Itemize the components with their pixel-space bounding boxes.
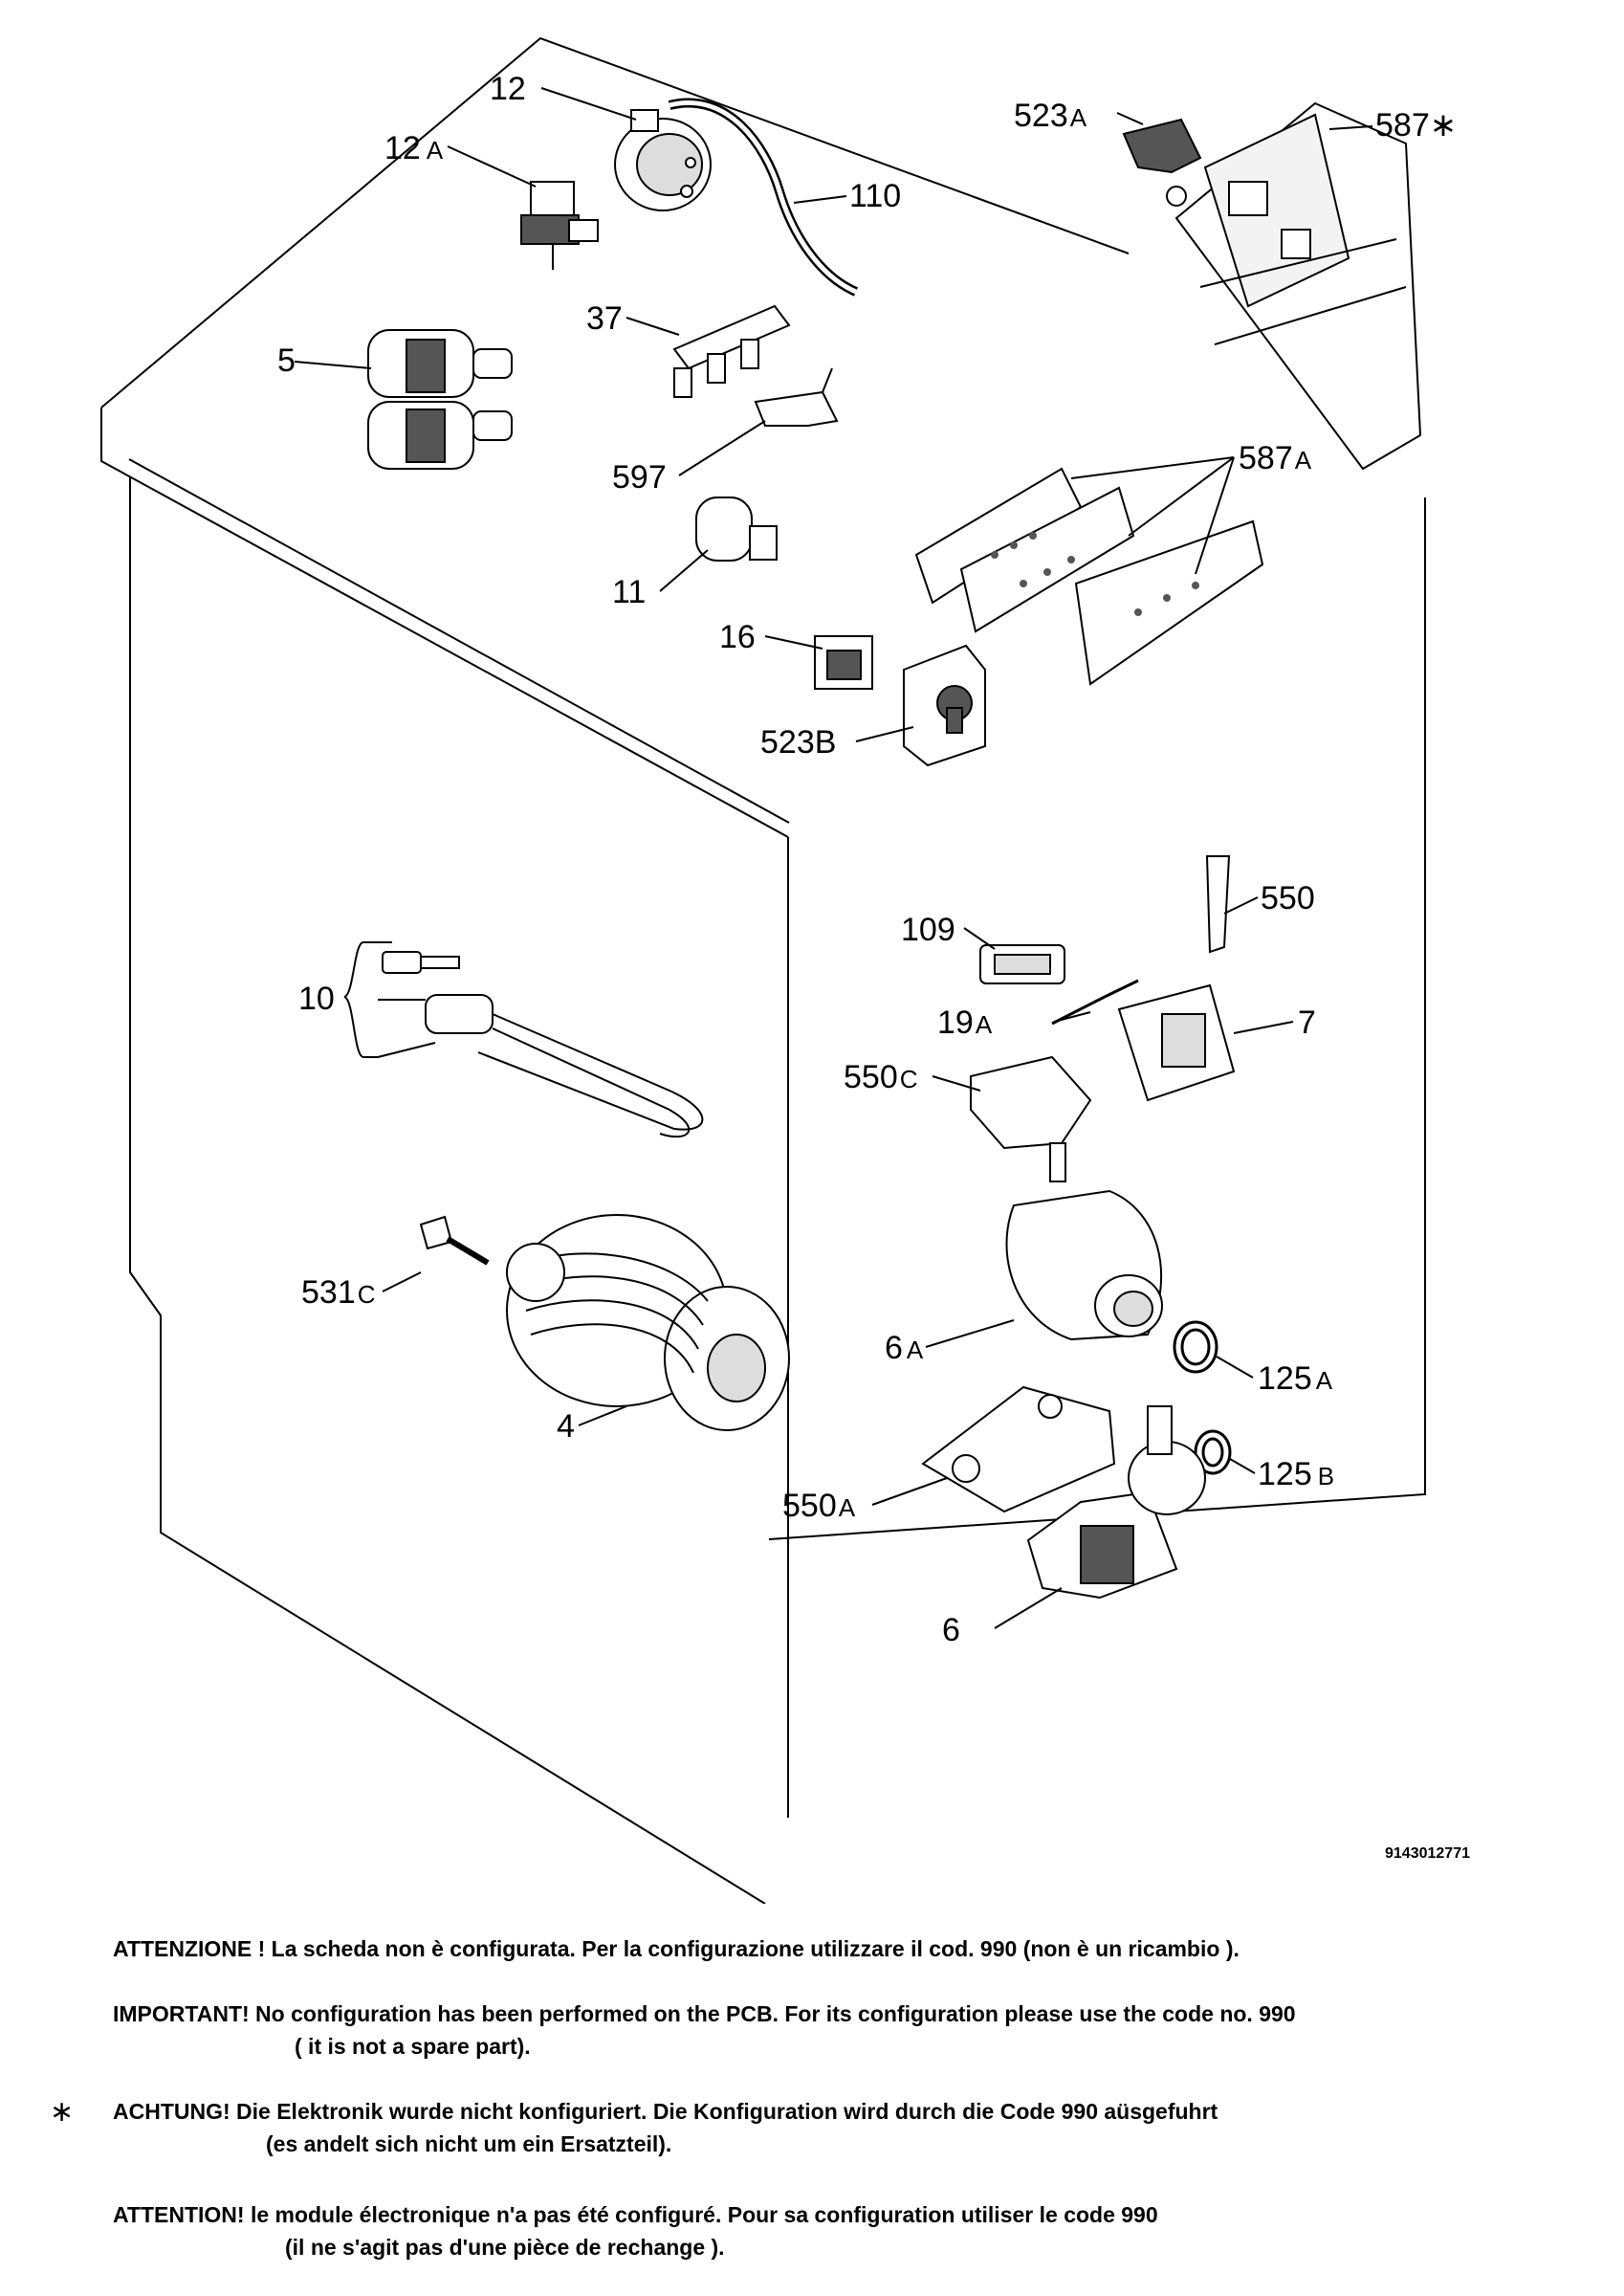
terminal-block-part	[672, 304, 791, 398]
note-italian: ATTENZIONE ! La scheda non è configurata…	[113, 1932, 1240, 1965]
pump-cover-plate-part	[921, 1385, 1116, 1513]
lock-cover-part	[970, 1055, 1092, 1150]
note-german: ACHTUNG! Die Elektronik wurde nicht konf…	[113, 2095, 1218, 2160]
callout-6: 6	[942, 1612, 960, 1648]
bolt-part	[419, 1215, 490, 1266]
note-english: IMPORTANT! No configuration has been per…	[113, 1998, 1296, 2063]
document-number: 9143012771	[1385, 1845, 1470, 1862]
capacitor-part	[695, 497, 778, 562]
callout-587-star: 587∗	[1375, 107, 1457, 144]
board-holder-part	[1122, 118, 1202, 207]
drain-pump-housing-part	[1005, 1142, 1163, 1341]
callout-597: 597	[612, 459, 667, 496]
connector-part	[814, 635, 873, 690]
note-french: ATTENTION! le module électronique n'a pa…	[113, 2198, 1158, 2263]
callout-550c: 550C	[844, 1059, 918, 1095]
gasket-b-part	[1194, 1429, 1232, 1475]
note-italian-text: ATTENZIONE ! La scheda non è configurata…	[113, 1936, 1240, 1961]
callout-4: 4	[557, 1408, 575, 1445]
cabinet-outline	[100, 36, 1426, 1904]
control-board-part	[914, 467, 1264, 686]
pcb-cover-part	[903, 644, 986, 767]
note-french-line1: ATTENTION! le module électronique n'a pa…	[113, 2202, 1158, 2227]
note-german-line2: (es andelt sich nicht um ein Ersatzteil)…	[266, 2131, 672, 2156]
note-english-line2: ( it is not a spare part).	[295, 2034, 531, 2059]
pressure-switch-part	[614, 109, 712, 211]
asterisk-marker: ∗	[50, 2096, 75, 2128]
callout-7: 7	[1298, 1004, 1316, 1041]
gasket-a-part	[1173, 1320, 1218, 1374]
solenoid-valve-part	[367, 329, 513, 470]
motor-part	[506, 1214, 790, 1431]
callout-11: 11	[612, 574, 646, 610]
callout-110: 110	[849, 178, 901, 214]
callout-523a: 523A	[1014, 98, 1087, 134]
clamp-part	[979, 944, 1065, 984]
exploded-parts-diagram: 12 12A 110 523A 587∗ 5 37 597 587A 11 16…	[100, 36, 1470, 1904]
clip-part	[754, 367, 839, 427]
note-german-line1: ACHTUNG! Die Elektronik wurde nicht konf…	[113, 2099, 1218, 2124]
callout-12: 12	[490, 71, 526, 107]
leader-lines	[294, 87, 1373, 1629]
level-switch-part	[520, 181, 599, 270]
note-french-line2: (il ne s'agit pas d'une pièce de rechang…	[285, 2235, 725, 2260]
callout-10: 10	[298, 981, 335, 1017]
main-board-housing-part	[1174, 101, 1422, 471]
callout-531c: 531C	[301, 1274, 376, 1311]
callout-109: 109	[901, 912, 955, 948]
note-english-line1: IMPORTANT! No configuration has been per…	[113, 2001, 1296, 2026]
callout-550: 550	[1261, 880, 1315, 916]
callout-523b: 523B	[760, 724, 836, 761]
callout-16: 16	[719, 619, 756, 655]
callout-37: 37	[586, 300, 623, 337]
callout-587a: 587A	[1239, 440, 1312, 476]
drain-pump-part	[1026, 1405, 1206, 1600]
callout-5: 5	[277, 342, 296, 379]
door-lock-part	[1117, 855, 1236, 1102]
callout-19a: 19A	[937, 1004, 993, 1041]
heating-element-part	[382, 951, 704, 1138]
callout-550a: 550A	[782, 1488, 856, 1524]
